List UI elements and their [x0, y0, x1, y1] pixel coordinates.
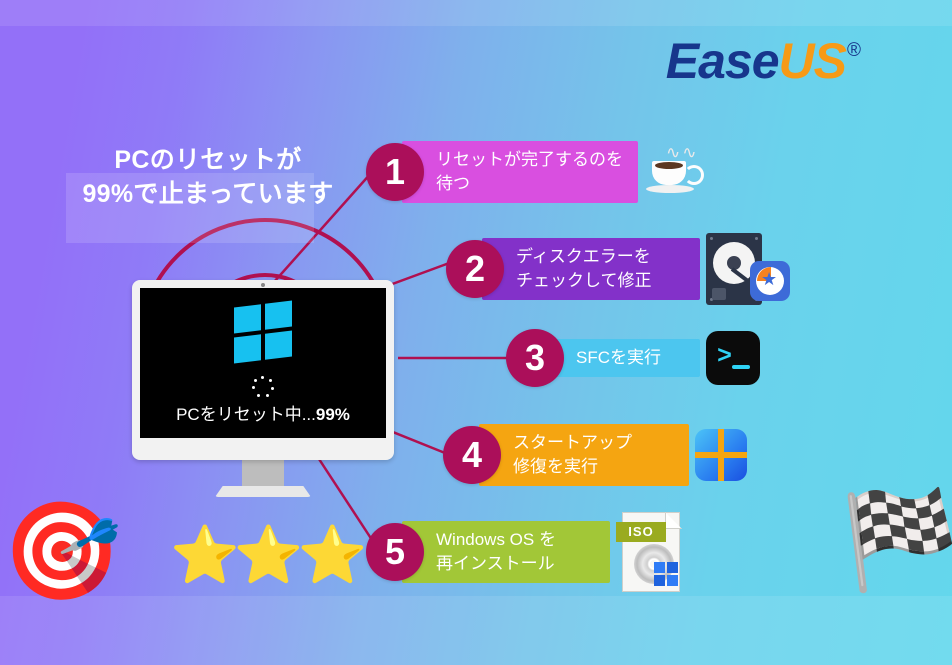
page-title: PCのリセットが 99%で止まっています — [60, 143, 356, 211]
step-label-4-line-2: 修復を実行 — [513, 457, 598, 476]
loading-spinner-icon — [252, 376, 274, 398]
reset-progress-text: PCをリセット中... — [176, 405, 316, 424]
steam-icon: ∿∿ — [666, 143, 699, 162]
windows-logo-small-icon — [654, 562, 680, 588]
step-label-bar-1: リセットが完了するのを 待つ — [402, 141, 638, 203]
iso-tag-label: ISO — [616, 522, 666, 542]
star-glyph-icon: ★ — [761, 269, 778, 290]
title-highlight-plate — [66, 173, 314, 243]
step-number-badge-1: 1 — [366, 143, 424, 201]
step-label-bar-4: スタートアップ 修復を実行 — [479, 424, 689, 486]
step-item-4[interactable]: 4 スタートアップ 修復を実行 — [443, 424, 747, 486]
step-label-5-line-1: Windows OS を — [436, 530, 556, 549]
step-label-3-line-1: SFCを実行 — [576, 348, 661, 367]
webcam-dot-icon — [261, 283, 265, 287]
step-item-3[interactable]: 3 SFCを実行 > — [506, 329, 760, 387]
terminal-icon: > — [706, 331, 760, 385]
target-dart-icon: 🎯 — [2, 495, 122, 607]
coffee-cup-icon: ∿∿ — [644, 143, 706, 201]
step-number-badge-4: 4 — [443, 426, 501, 484]
monitor-screen: PCをリセット中...99% — [140, 288, 386, 438]
step-item-1[interactable]: 1 リセットが完了するのを 待つ ∿∿ — [366, 141, 706, 203]
windows-logo-icon — [695, 429, 747, 481]
step-label-bar-5: Windows OS を 再インストール — [402, 521, 610, 583]
logo-text-us: US — [778, 33, 847, 89]
step-label-4-line-1: スタートアップ — [513, 433, 632, 452]
page-title-line-1: PCのリセットが — [114, 146, 302, 174]
monitor-neck — [242, 460, 284, 486]
step-label-bar-3: SFCを実行 — [542, 339, 700, 377]
easeus-logo: EaseUS® — [665, 33, 861, 89]
step-label-1-line-2: 待つ — [436, 174, 470, 193]
hard-drive-icon: ★ — [706, 233, 790, 305]
monitor-body: PCをリセット中...99% — [132, 280, 394, 460]
step-number-badge-3: 3 — [506, 329, 564, 387]
reset-progress-caption: PCをリセット中...99% — [140, 400, 386, 425]
windows-boot-logo-icon — [234, 300, 292, 364]
step-label-5-line-2: 再インストール — [436, 554, 555, 573]
step-label-bar-2: ディスクエラーを チェックして修正 — [482, 238, 700, 300]
step-item-2[interactable]: 2 ディスクエラーを チェックして修正 ★ — [446, 233, 790, 305]
reset-progress-percent: 99% — [315, 405, 350, 424]
terminal-prompt-glyph: > — [717, 342, 733, 371]
partition-master-icon: ★ — [750, 261, 790, 301]
monitor-base — [215, 486, 311, 497]
step-label-2-line-2: チェックして修正 — [516, 271, 652, 290]
stars-icon: ⭐⭐⭐ — [170, 523, 367, 588]
registered-mark-icon: ® — [847, 40, 861, 61]
step-number-badge-5: 5 — [366, 523, 424, 581]
step-label-1-line-1: リセットが完了するのを — [436, 150, 623, 169]
step-number-badge-2: 2 — [446, 240, 504, 298]
monitor-illustration: PCをリセット中...99% — [132, 280, 394, 497]
step-item-5[interactable]: 5 Windows OS を 再インストール ISO — [366, 512, 682, 592]
connector-line-1 — [257, 171, 373, 301]
step-label-2-line-1: ディスクエラーを — [516, 247, 651, 266]
logo-text-ease: Ease — [665, 33, 780, 89]
page-title-line-2: 99%で止まっています — [82, 180, 334, 208]
checkered-flag-icon: 🏁 — [840, 484, 952, 596]
iso-file-icon: ISO — [616, 512, 682, 592]
